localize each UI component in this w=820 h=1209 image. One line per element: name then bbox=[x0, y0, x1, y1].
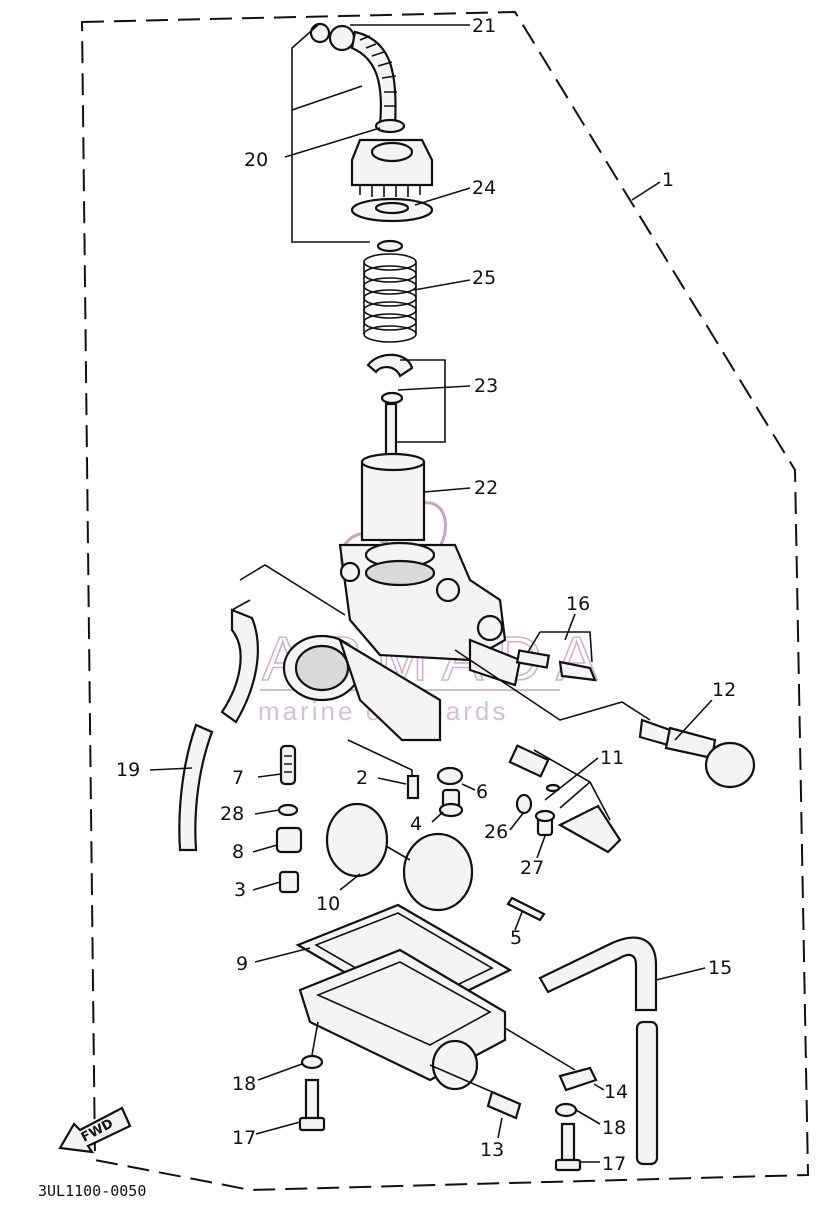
part-27-screw bbox=[534, 809, 556, 837]
callout-5: 5 bbox=[510, 927, 522, 949]
part-19-hose bbox=[178, 608, 259, 852]
callout-9: 9 bbox=[236, 953, 248, 975]
callout-18-right: 18 bbox=[602, 1117, 626, 1139]
callout-27: 27 bbox=[520, 857, 544, 879]
callout-28: 28 bbox=[220, 803, 244, 825]
callout-10: 10 bbox=[316, 893, 340, 915]
part-12-starter-plunger bbox=[638, 718, 756, 789]
callout-1: 1 bbox=[662, 169, 674, 191]
callout-15: 15 bbox=[708, 957, 732, 979]
callout-20: 20 bbox=[244, 149, 268, 171]
callout-24: 24 bbox=[472, 177, 496, 199]
callout-8: 8 bbox=[232, 841, 244, 863]
callout-3: 3 bbox=[234, 879, 246, 901]
callout-13: 13 bbox=[480, 1139, 504, 1161]
callout-26: 26 bbox=[484, 821, 508, 843]
callout-19: 19 bbox=[116, 759, 140, 781]
callout-21: 21 bbox=[472, 15, 496, 37]
callout-6: 6 bbox=[476, 781, 488, 803]
callout-23: 23 bbox=[474, 375, 498, 397]
part-11-starter-jet bbox=[508, 744, 622, 854]
callout-2: 2 bbox=[356, 767, 368, 789]
drawing-code: 3UL1100-0050 bbox=[38, 1182, 146, 1200]
callout-11: 11 bbox=[600, 747, 624, 769]
callout-14: 14 bbox=[604, 1081, 628, 1103]
callout-17-left: 17 bbox=[232, 1127, 256, 1149]
callout-25: 25 bbox=[472, 267, 496, 289]
callout-22: 22 bbox=[474, 477, 498, 499]
part-16-pilot-screw bbox=[515, 631, 597, 682]
part-7-main-nozzle bbox=[279, 744, 297, 786]
part-1-carburetor-body bbox=[282, 541, 522, 742]
part-17-screw-right bbox=[554, 1122, 582, 1172]
assembly-boundary bbox=[80, 10, 810, 1192]
part-10-float bbox=[325, 802, 474, 912]
callout-12: 12 bbox=[712, 679, 736, 701]
callout-18-left: 18 bbox=[232, 1073, 256, 1095]
part-17-screw-left bbox=[298, 1078, 326, 1132]
callout-7: 7 bbox=[232, 767, 244, 789]
part-21-throttle-cable bbox=[309, 22, 397, 127]
part-mixing-chamber-cap bbox=[350, 138, 434, 197]
callout-17-right: 17 bbox=[602, 1153, 626, 1175]
part-22-throttle-valve bbox=[360, 452, 426, 542]
callout-16: 16 bbox=[566, 593, 590, 615]
part-25-spring bbox=[363, 253, 417, 343]
part-float-chamber bbox=[298, 948, 507, 1091]
part-15-overflow-hose bbox=[538, 936, 659, 1166]
callout-4: 4 bbox=[410, 813, 422, 835]
